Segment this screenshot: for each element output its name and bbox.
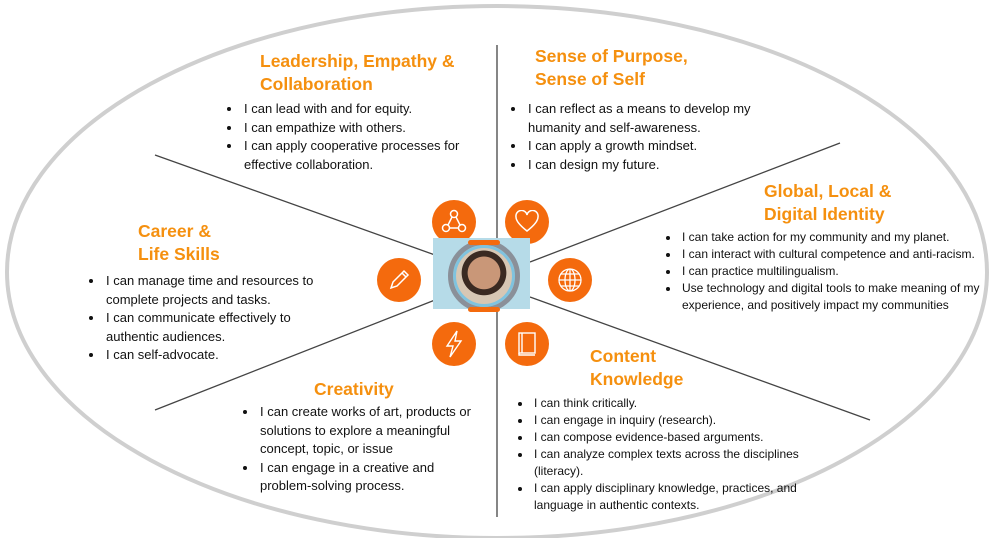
list-item: I can apply cooperative processes for ef… <box>242 137 476 174</box>
list-item: I can reflect as a means to develop my h… <box>526 100 770 137</box>
globe-icon <box>548 258 592 302</box>
list-item: I can lead with and for equity. <box>242 100 476 119</box>
list-item: I can apply a growth mindset. <box>526 137 770 156</box>
list-item: Use technology and digital tools to make… <box>680 280 994 314</box>
list-item: I can engage in a creative and problem-s… <box>258 459 482 496</box>
list-item: I can communicate effectively to authent… <box>104 309 338 346</box>
section-title: Creativity <box>314 379 394 399</box>
list-item: I can apply disciplinary knowledge, prac… <box>532 480 806 514</box>
list-item: I can empathize with others. <box>242 119 476 138</box>
lightning-icon <box>432 322 476 366</box>
list-item: I can analyze complex texts across the d… <box>532 446 806 480</box>
list-item: I can compose evidence-based arguments. <box>532 429 806 446</box>
list-item: I can think critically. <box>532 395 806 412</box>
network-icon <box>432 200 476 244</box>
outer-ellipse <box>5 4 989 538</box>
divider-lines <box>154 45 871 517</box>
section-global: Global, Local &Digital Identity I can ta… <box>664 180 994 314</box>
section-title: Sense of Purpose,Sense of Self <box>535 46 688 89</box>
list-item: I can practice multilingualism. <box>680 263 994 280</box>
section-title: Leadership, Empathy &Collaboration <box>260 51 455 94</box>
list-item: I can manage time and resources to compl… <box>104 272 338 309</box>
list-item: I can engage in inquiry (research). <box>532 412 806 429</box>
book-icon <box>505 322 549 366</box>
list-item: I can design my future. <box>526 156 770 175</box>
list-item: I can interact with cultural competence … <box>680 246 994 263</box>
list-item: I can take action for my community and m… <box>680 229 994 246</box>
section-leadership: Leadership, Empathy &Collaboration I can… <box>226 50 476 174</box>
pencil-icon <box>377 258 421 302</box>
student-portrait <box>448 240 520 312</box>
heart-icon <box>505 200 549 244</box>
section-title: Career &Life Skills <box>138 221 220 264</box>
section-career: Career &Life Skills I can manage time an… <box>88 220 338 365</box>
section-creativity: Creativity I can create works of art, pr… <box>242 378 482 496</box>
list-item: I can create works of art, products or s… <box>258 403 482 459</box>
section-purpose: Sense of Purpose,Sense of Self I can ref… <box>510 45 770 174</box>
list-item: I can self-advocate. <box>104 346 338 365</box>
section-title: Global, Local &Digital Identity <box>764 181 892 224</box>
